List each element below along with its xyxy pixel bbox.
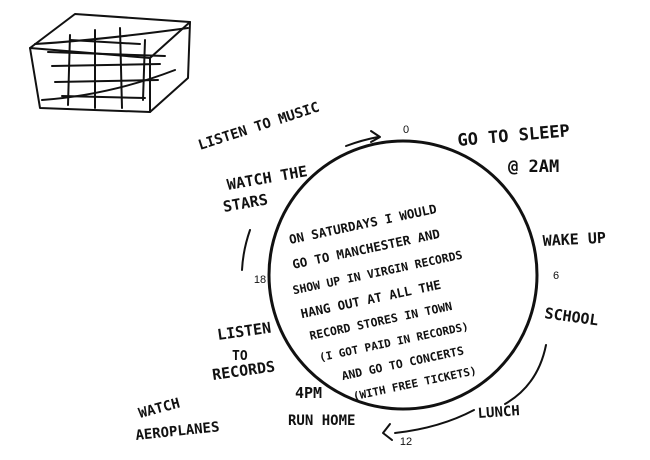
activity-listen-to-records-line-3: RECORDS xyxy=(211,357,276,384)
hour-label-18: 18 xyxy=(254,274,266,286)
activity-watch-the-stars-line-2: STARS xyxy=(222,190,270,216)
activity-school: SCHOOL xyxy=(543,304,599,329)
activity-go-to-sleep-line-2: @ 2AM xyxy=(508,157,559,177)
arc-top-left xyxy=(345,136,379,147)
activity-listen-to-music: LISTEN TO MUSIC xyxy=(196,100,321,154)
activity-watch-aeroplanes-line-1: WATCH xyxy=(137,395,182,421)
box-doodle xyxy=(29,13,191,113)
activity-run-home: 4PM RUN HOME xyxy=(288,384,355,429)
activity-wake-up: WAKE UP xyxy=(542,229,606,250)
hour-label-12: 12 xyxy=(400,436,412,448)
activity-run-home-line-2: RUN HOME xyxy=(288,413,355,429)
hour-label-6: 6 xyxy=(553,270,559,282)
activity-watch-the-stars-line-1: WATCH THE xyxy=(226,162,309,194)
activity-watch-aeroplanes: WATCH AEROPLANES xyxy=(135,395,221,443)
day-circle xyxy=(267,139,539,411)
arc-right-lower xyxy=(504,344,547,405)
arc-bottom-left xyxy=(394,409,475,434)
center-note: ON SATURDAYS I WOULD GO TO MANCHESTER AN… xyxy=(288,201,478,403)
activity-listen-to-records: LISTEN TO RECORDS xyxy=(211,319,276,384)
cycle-arrows xyxy=(241,130,547,441)
hour-label-0: 0 xyxy=(403,124,409,136)
activity-watch-aeroplanes-line-2: AEROPLANES xyxy=(135,419,221,444)
activity-listen-to-records-line-2: TO xyxy=(232,349,248,364)
arrow-head-bottom-icon xyxy=(382,423,393,441)
activity-lunch: LUNCH xyxy=(477,403,520,422)
activity-watch-the-stars: WATCH THE STARS xyxy=(222,162,309,216)
arrow-head-top-icon xyxy=(370,130,381,143)
arc-left xyxy=(241,229,251,271)
activity-go-to-sleep-line-1: GO TO SLEEP xyxy=(457,121,571,151)
activity-run-home-line-1: 4PM xyxy=(295,384,322,402)
activity-listen-to-records-line-1: LISTEN xyxy=(216,319,272,344)
activity-go-to-sleep: GO TO SLEEP @ 2AM xyxy=(457,121,571,177)
